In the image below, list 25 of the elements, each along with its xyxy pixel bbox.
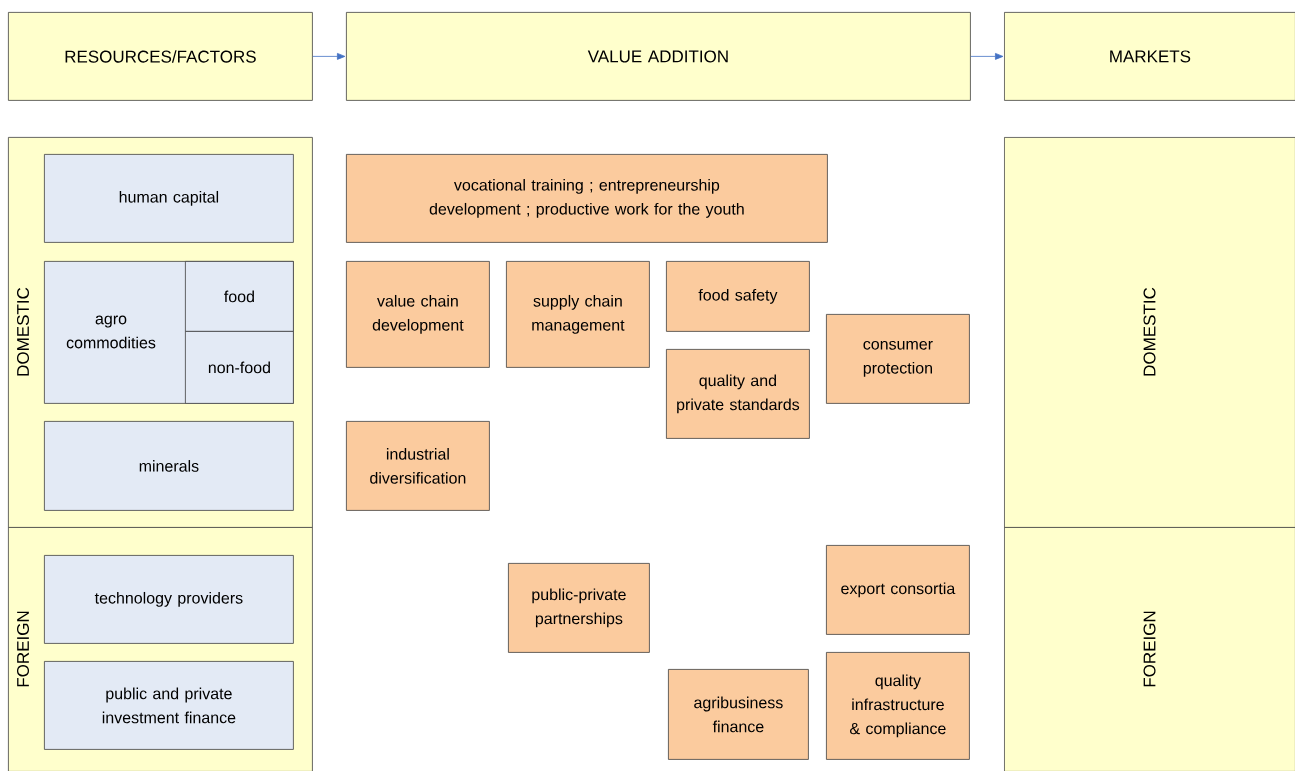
region-band: DOMESTIC	[1004, 137, 1295, 528]
activity-box: agribusiness finance	[668, 669, 809, 760]
activity-box: vocational training ; entrepreneurship development ; productive work for the youth	[346, 154, 828, 243]
resource-box: food	[185, 261, 294, 332]
resource-box: public and private investment finance	[44, 661, 294, 750]
activity-box: export consortia	[826, 545, 970, 635]
resource-box: human capital	[44, 154, 294, 243]
activity-box: value chain development	[346, 261, 490, 368]
arrow	[970, 53, 1004, 60]
arrow	[312, 53, 346, 60]
stage-box: RESOURCES/FACTORS	[8, 12, 313, 101]
activity-box: supply chain management	[506, 261, 650, 368]
resource-box: non-food	[185, 331, 294, 404]
activity-box: food safety	[666, 261, 810, 332]
node-label: FOREIGN	[16, 611, 30, 687]
activity-box: quality and private standards	[666, 349, 810, 439]
activity-box: quality infrastructure & compliance	[826, 652, 970, 760]
resource-box: minerals	[44, 421, 294, 511]
region-band: FOREIGN	[1004, 527, 1295, 771]
activity-box: industrial diversification	[346, 421, 490, 511]
resource-box: technology providers	[44, 555, 294, 644]
stage-box: MARKETS	[1004, 12, 1295, 101]
stage-box: VALUE ADDITION	[346, 12, 971, 101]
activity-box: public-private partnerships	[508, 563, 650, 653]
activity-box: consumer protection	[826, 314, 970, 404]
